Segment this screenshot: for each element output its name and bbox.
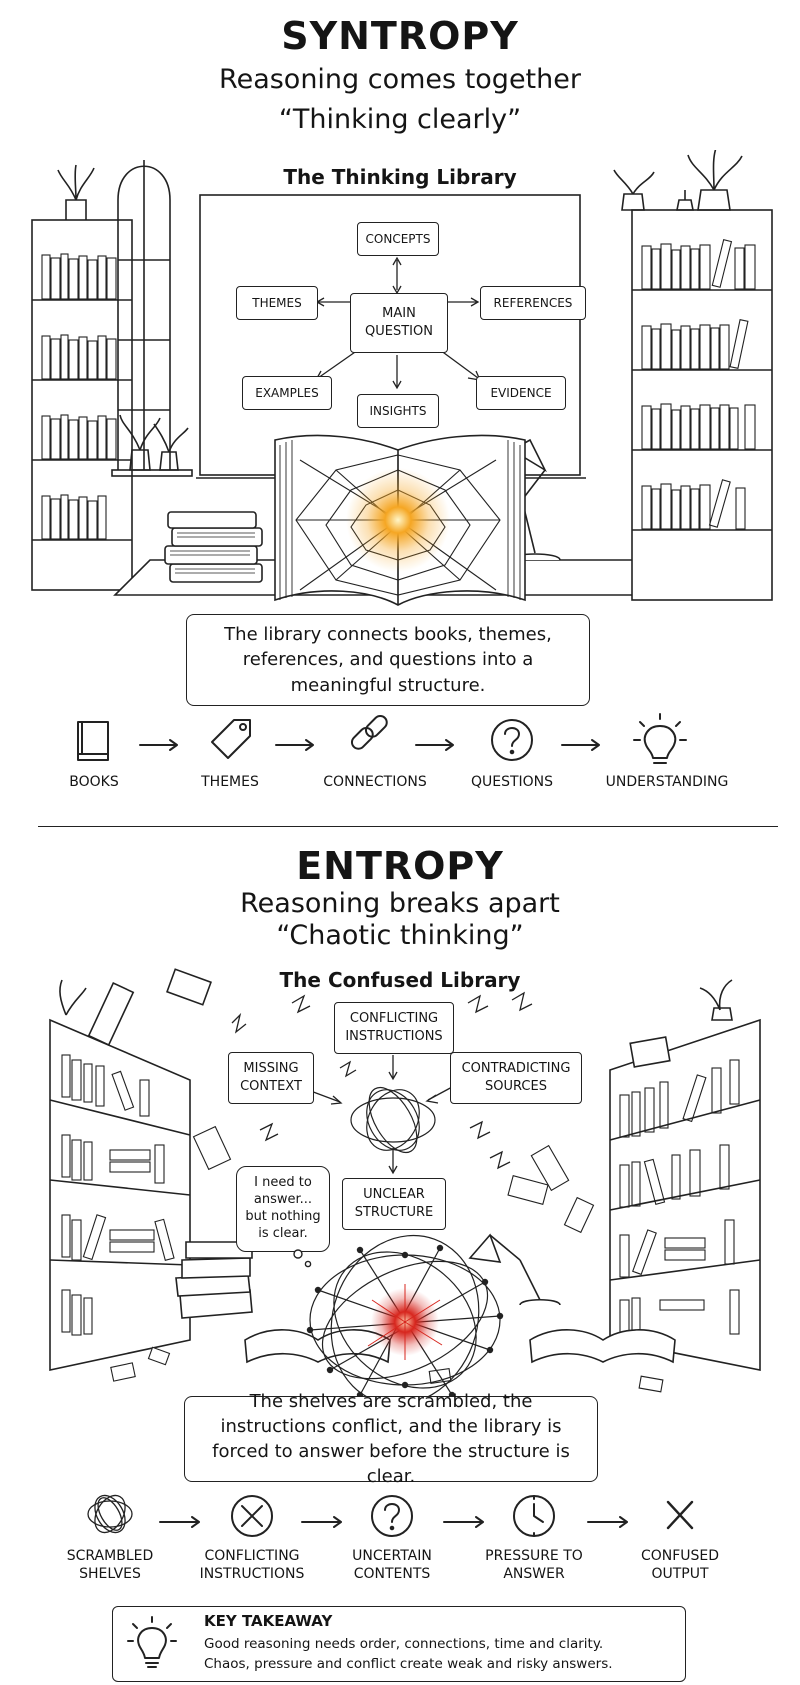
flow-label-connections: CONNECTIONS	[323, 774, 427, 790]
entropy-tagline: “Chaotic thinking”	[276, 920, 524, 951]
takeaway-title: KEY TAKEAWAY	[204, 1612, 333, 1630]
syntropy-title: SYNTROPY	[281, 14, 519, 58]
key-takeaway-box	[112, 1606, 686, 1682]
syntropy-caption: The library connects books, themes, refe…	[186, 614, 590, 706]
question-circle-icon	[371, 1495, 413, 1537]
section-divider	[38, 826, 778, 827]
node-contradicting-sources: CONTRADICTING SOURCES	[450, 1052, 582, 1104]
flow-label-uncertain-contents: UNCERTAIN CONTENTS	[352, 1548, 432, 1583]
flow-label-conflicting-instructions: CONFLICTING INSTRUCTIONS	[199, 1548, 305, 1583]
red-burst	[367, 1284, 443, 1360]
x-circle-icon	[231, 1495, 273, 1537]
thought-bubble-tail	[293, 1249, 312, 1268]
lightbulb-icon	[127, 1616, 177, 1668]
entropy-title: ENTROPY	[296, 844, 504, 888]
book-icon	[77, 721, 109, 761]
lightbulb-icon	[633, 713, 687, 764]
thinking-library-title: The Thinking Library	[283, 165, 517, 189]
golden-glow	[346, 468, 450, 572]
syntropy-flow-icons	[77, 713, 687, 764]
flow-label-confused-output: CONFUSED OUTPUT	[640, 1548, 720, 1583]
tag-icon	[211, 719, 251, 759]
node-insights: INSIGHTS	[357, 394, 439, 428]
confused-library-title: The Confused Library	[279, 968, 521, 992]
node-main-question: MAIN QUESTION	[350, 293, 448, 353]
node-themes: THEMES	[236, 286, 318, 320]
question-circle-icon	[491, 719, 533, 761]
thought-bubble: I need to answer... but nothing is clear…	[236, 1166, 330, 1252]
syntropy-tagline: “Thinking clearly”	[278, 104, 522, 135]
takeaway-line-2: Chaos, pressure and conflict create weak…	[204, 1656, 613, 1672]
node-examples: EXAMPLES	[242, 376, 332, 410]
takeaway-line-1: Good reasoning needs order, connections,…	[204, 1636, 604, 1652]
flow-label-books: BOOKS	[69, 774, 119, 790]
entropy-flow-icons	[87, 1494, 694, 1537]
node-concepts: CONCEPTS	[357, 222, 439, 256]
node-conflicting-instructions: CONFLICTING INSTRUCTIONS	[334, 1002, 454, 1054]
node-unclear-structure: UNCLEAR STRUCTURE	[342, 1178, 446, 1230]
flow-label-themes: THEMES	[201, 774, 259, 790]
entropy-subtitle: Reasoning breaks apart	[240, 888, 560, 919]
left-shelf-planks	[32, 299, 132, 541]
node-missing-context: MISSING CONTEXT	[228, 1052, 314, 1104]
node-evidence: EVIDENCE	[476, 376, 566, 410]
x-icon	[666, 1500, 694, 1530]
clock-icon	[513, 1495, 555, 1537]
syntropy-subtitle: Reasoning comes together	[219, 64, 581, 95]
flow-label-scrambled-shelves: SCRAMBLED SHELVES	[66, 1548, 154, 1583]
link-icon	[350, 714, 388, 750]
confused-library-illustration	[49, 968, 761, 1400]
node-references: REFERENCES	[480, 286, 586, 320]
scribble-icon	[87, 1494, 133, 1534]
flow-label-understanding: UNDERSTANDING	[605, 774, 729, 790]
entropy-caption: The shelves are scrambled, the instructi…	[184, 1391, 598, 1487]
flow-label-pressure-to-answer: PRESSURE TO ANSWER	[485, 1548, 583, 1583]
flow-label-questions: QUESTIONS	[470, 774, 554, 790]
